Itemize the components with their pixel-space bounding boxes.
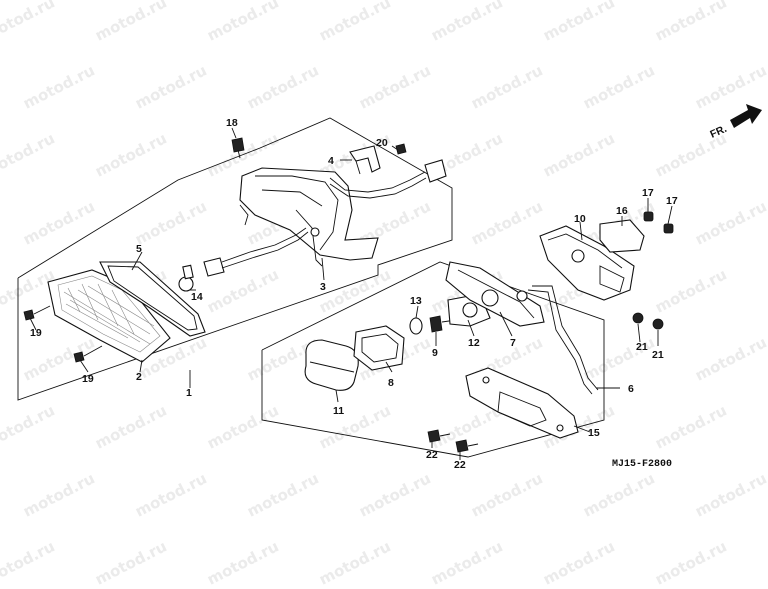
callout-19a: 19 <box>30 327 42 339</box>
nut-part-17b <box>663 223 674 234</box>
callout-21a: 21 <box>636 341 648 353</box>
callout-12: 12 <box>468 337 480 349</box>
diagram-code: MJ15-F2800 <box>612 459 672 470</box>
lens-part-11 <box>304 339 359 391</box>
front-direction-arrow-icon: FR. <box>708 104 762 141</box>
holder-part-15 <box>465 367 579 439</box>
callout-17b: 17 <box>666 195 678 207</box>
direction-label: FR. <box>708 123 728 141</box>
washer-part-13 <box>409 317 423 335</box>
bulb-part-14 <box>178 227 309 292</box>
leader-lines <box>29 127 673 460</box>
screw-part-20 <box>395 143 407 155</box>
callout-17a: 17 <box>642 187 654 199</box>
screw-part-19a <box>23 305 51 321</box>
callout-14: 14 <box>191 291 203 303</box>
reflector-part-7 <box>445 261 599 395</box>
nut-part-21b <box>652 318 664 330</box>
harness-connector <box>329 145 447 199</box>
callout-13: 13 <box>410 295 422 307</box>
callout-4: 4 <box>328 155 334 167</box>
callout-22a: 22 <box>426 449 438 461</box>
group-frame-left <box>17 117 453 401</box>
group-frame-right <box>261 261 605 458</box>
callout-7: 7 <box>510 337 516 349</box>
housing-part-3 <box>239 167 379 267</box>
callout-3: 3 <box>320 281 326 293</box>
callout-21b: 21 <box>652 349 664 361</box>
callout-10: 10 <box>574 213 586 225</box>
callout-8: 8 <box>388 377 394 389</box>
plate-part-10 <box>539 225 635 301</box>
gasket-part-5 <box>99 261 206 337</box>
bolt-part-22a <box>427 429 451 443</box>
callout-11: 11 <box>333 405 344 417</box>
exploded-view-drawing: FR. <box>17 104 762 471</box>
bolt-part-22b <box>455 439 479 453</box>
callout-1: 1 <box>186 387 192 399</box>
callout-19b: 19 <box>82 373 94 385</box>
callout-18: 18 <box>226 117 238 129</box>
callout-22b: 22 <box>454 459 466 471</box>
lens-part-2 <box>47 269 171 363</box>
callout-2: 2 <box>136 371 142 383</box>
callout-5: 5 <box>136 243 142 255</box>
screw-part-19b <box>73 345 103 363</box>
nut-part-21a <box>632 312 644 324</box>
callout-16: 16 <box>616 205 628 217</box>
callout-6: 6 <box>628 383 634 395</box>
reflector-part-16 <box>599 219 645 253</box>
callout-9: 9 <box>432 347 438 359</box>
callout-labels: 18 20 4 5 3 14 19 19 2 1 10 16 17 17 7 1… <box>30 117 678 471</box>
screw-part-18 <box>231 137 245 159</box>
nut-part-17a <box>643 211 654 222</box>
callout-15: 15 <box>588 427 600 439</box>
base-part-8 <box>353 325 405 371</box>
callout-20: 20 <box>376 137 388 149</box>
